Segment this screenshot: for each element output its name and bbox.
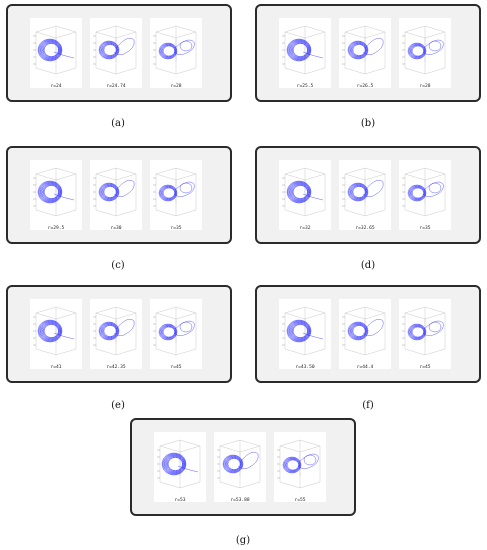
r-value-label: r=43.50 [295,365,315,370]
phase-plot-f-1: r=43.50 [279,299,331,370]
attractor-icon [93,167,137,217]
r-value-label: r=42.35 [106,365,126,370]
panel-c: r=29.5 r=30 r=35 [6,146,232,244]
attractor-icon [33,25,77,75]
phase-plot-e-2: r=42.35 [90,299,142,370]
r-value-label: r=32 [299,226,311,231]
subfigure-label-e: (e) [111,400,125,411]
r-value-label: r=35 [170,226,182,231]
attractor-icon [33,167,77,217]
subfigure-label-d: (d) [360,260,376,271]
attractor-icon [342,306,386,356]
attractor-icon [93,306,137,356]
r-value-label: r=45 [170,365,182,370]
attractor-icon [93,25,137,75]
r-value-label: r=29.5 [47,226,65,231]
phase-plot-e-3: r=45 [150,299,202,370]
attractor-icon [282,25,326,75]
phase-plot-g-2: r=53.88 [214,432,266,503]
r-value-label: r=53 [174,498,186,503]
r-value-label: r=35 [419,226,431,231]
r-value-label: r=25.5 [296,84,314,89]
panel-g: r=53 r=53.88 r=55 [130,418,356,516]
panel-a: r=24 r=24.74 r=28 [6,4,232,102]
phase-plot-d-1: r=32 [279,160,331,231]
r-value-label: r=55 [294,498,306,503]
phase-plot-a-1: r=24 [30,18,82,89]
phase-plot-b-1: r=25.5 [279,18,331,89]
r-value-label: r=24 [50,84,62,89]
attractor-icon [153,25,197,75]
phase-plot-e-1: r=41 [30,299,82,370]
phase-plot-f-2: r=44.4 [339,299,391,370]
panel-d: r=32 r=32.65 r=35 [255,146,481,244]
attractor-icon [277,439,321,489]
r-value-label: r=26.5 [356,84,374,89]
attractor-icon [157,439,201,489]
r-value-label: r=44.4 [356,365,374,370]
subfigure-label-c: (c) [111,260,125,271]
attractor-icon [342,167,386,217]
panel-b: r=25.5 r=26.5 r=28 [255,4,481,102]
panel-e: r=41 r=42.35 r=45 [6,285,232,383]
r-value-label: r=28 [170,84,182,89]
subfigure-label-a: (a) [111,118,125,129]
subfigure-label-f: (f) [362,400,374,411]
subfigure-label-b: (b) [360,118,376,129]
phase-plot-d-3: r=35 [399,160,451,231]
phase-plot-c-3: r=35 [150,160,202,231]
attractor-icon [282,167,326,217]
attractor-icon [342,25,386,75]
phase-plot-c-1: r=29.5 [30,160,82,231]
r-value-label: r=24.74 [106,84,126,89]
attractor-icon [402,25,446,75]
attractor-icon [282,306,326,356]
r-value-label: r=28 [419,84,431,89]
phase-plot-b-3: r=28 [399,18,451,89]
attractor-icon [33,306,77,356]
phase-plot-f-3: r=45 [399,299,451,370]
phase-plot-a-2: r=24.74 [90,18,142,89]
attractor-icon [402,306,446,356]
phase-plot-b-2: r=26.5 [339,18,391,89]
attractor-icon [153,167,197,217]
phase-plot-c-2: r=30 [90,160,142,231]
phase-plot-d-2: r=32.65 [339,160,391,231]
r-value-label: r=32.65 [355,226,375,231]
r-value-label: r=45 [419,365,431,370]
r-value-label: r=30 [110,226,122,231]
subfigure-label-g: (g) [235,535,251,546]
r-value-label: r=41 [50,365,62,370]
attractor-icon [217,439,261,489]
panel-f: r=43.50 r=44.4 r=45 [255,285,481,383]
phase-plot-a-3: r=28 [150,18,202,89]
attractor-icon [153,306,197,356]
r-value-label: r=53.88 [230,498,250,503]
attractor-icon [402,167,446,217]
phase-plot-g-1: r=53 [154,432,206,503]
phase-plot-g-3: r=55 [274,432,326,503]
